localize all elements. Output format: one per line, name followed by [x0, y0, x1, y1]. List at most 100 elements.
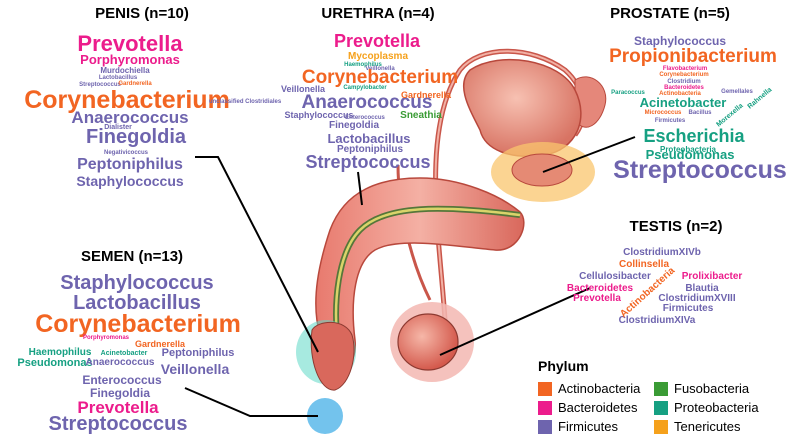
semen-highlight	[307, 398, 343, 434]
semen-taxon: Pseudomonas	[17, 357, 93, 369]
urethra-taxon: Gardnerella	[400, 90, 452, 100]
legend-label: Fusobacteria	[674, 381, 750, 396]
testis-header: TESTIS (n=2)	[629, 218, 723, 235]
legend-item: Bacteroidetes	[538, 400, 638, 415]
testis-taxon: Prolixibacter	[681, 271, 743, 282]
testis-taxon: Collinsella	[618, 259, 670, 270]
penis-taxon: Streptococcus	[79, 82, 121, 88]
prostate-taxon: Paracoccus	[611, 90, 645, 96]
legend-swatch	[654, 419, 668, 434]
legend-swatch	[654, 381, 668, 396]
penis-taxon: Corynebacterium	[24, 86, 230, 114]
semen-taxon: Peptoniphilus	[161, 347, 235, 359]
legend-item: Proteobacteria	[654, 400, 759, 415]
penis-taxon: Negativicoccus	[103, 150, 149, 156]
testis-taxon: Cellulosibacter	[579, 271, 651, 282]
glans	[310, 321, 355, 391]
semen-header: SEMEN (n=13)	[80, 248, 184, 265]
legend-swatch	[538, 400, 552, 415]
penis-taxon: Finegoldia	[86, 126, 186, 148]
semen-taxon: Porphyromonas	[82, 335, 130, 341]
prostate-taxon: Flavobacterium	[662, 66, 708, 72]
testis-taxon: Blautia	[685, 283, 719, 294]
urethra-taxon: Campylobacter	[343, 85, 387, 91]
legend-swatch	[654, 400, 668, 415]
prostate-taxon: Micrococcus	[644, 110, 682, 116]
urethra-taxon: Finegoldia	[329, 120, 379, 131]
legend-item: Tenericutes	[654, 419, 740, 434]
legend-label: Firmicutes	[558, 419, 618, 434]
testis-leader-line	[439, 287, 591, 356]
penis-taxon: Staphylococcus	[76, 173, 184, 189]
legend-title: Phylum	[538, 358, 589, 374]
semen-taxon: Prevotella	[77, 398, 159, 417]
prostate-taxon: Actinobacteria	[659, 91, 701, 97]
prostate-taxon: Proteobacteria	[659, 145, 717, 154]
prostate-header: PROSTATE (n=5)	[610, 5, 730, 22]
urethra-taxon: Veillonella	[280, 84, 326, 94]
penis-taxon: Gardnerella	[118, 81, 152, 87]
legend-swatch	[538, 419, 552, 434]
urethra-taxon: Prevotella	[333, 31, 421, 51]
penis-taxon: Peptoniphilus	[77, 156, 183, 173]
prostate-taxon: Bacillus	[688, 110, 712, 116]
testis-taxon: Prevotella	[573, 293, 621, 304]
semen-taxon: Finegoldia	[90, 386, 150, 400]
semen-taxon: Acinetobacter	[100, 350, 148, 357]
legend-swatch	[538, 381, 552, 396]
prostate-taxon: Clostridium	[667, 79, 701, 85]
penis-taxon: Porphyromonas	[80, 52, 180, 67]
urethra-taxon: Streptococcus	[305, 152, 431, 172]
prostate-taxon: Pseudomonas	[645, 147, 735, 162]
prostate-taxon: Propionibacterium	[609, 46, 777, 67]
testis-taxon: ClostridiumXVIII	[658, 293, 736, 304]
prostate-taxon: Gemellales	[721, 89, 753, 95]
legend-label: Proteobacteria	[674, 400, 759, 415]
prostate	[511, 153, 573, 187]
penis-taxon: Dialister	[104, 124, 132, 131]
prostate-taxon: Bacteroidetes	[664, 85, 704, 91]
urethra-taxon: Haemophilus	[344, 62, 382, 68]
urethra-taxon: Enterococcus	[345, 115, 385, 121]
penis-taxon: Lactobacillus	[98, 75, 138, 81]
testis-taxon: Firmicutes	[662, 303, 714, 314]
semen-leader-line	[184, 387, 318, 417]
legend-label: Bacteroidetes	[558, 400, 638, 415]
testis	[397, 313, 459, 371]
urethra-taxon: Staphylococcus	[284, 110, 354, 120]
semen-taxon: Gardnerella	[134, 339, 186, 349]
penis-leader-line	[195, 156, 319, 353]
testis-taxon: ClostridiumXIVa	[618, 315, 696, 326]
prostate-taxon: Staphylococcus	[633, 34, 727, 48]
testis-taxon: Bacteroidetes	[566, 283, 634, 294]
legend-item: Firmicutes	[538, 419, 618, 434]
legend-item: Fusobacteria	[654, 381, 749, 396]
semen-taxon: Corynebacterium	[35, 310, 241, 338]
semen-taxon: Lactobacillus	[73, 292, 201, 314]
urethra-taxon: Lactobacillus	[327, 131, 411, 146]
urethra-taxon: Mycoplasma	[347, 51, 409, 62]
penis-taxon: Prevotella	[77, 31, 183, 56]
urethra-taxon: Anaerococcus	[301, 92, 433, 113]
bladder	[462, 58, 582, 157]
legend-label: Tenericutes	[674, 419, 741, 434]
semen-taxon: Streptococcus	[48, 413, 188, 435]
semen-taxon: Haemophilus	[28, 347, 92, 358]
prostate-taxon: Acinetobacter	[639, 95, 727, 110]
urethra-taxon: Corynebacterium	[301, 67, 459, 88]
urethra-taxon: Sneathia	[400, 110, 442, 121]
urethra-taxon: Veillonella	[365, 66, 395, 72]
prostate-taxon: Firmicutes	[654, 118, 686, 124]
semen-taxon: Anaerococcus	[85, 357, 155, 368]
semen-taxon: Staphylococcus	[60, 272, 214, 294]
prostate-taxon: Escherichia	[643, 126, 745, 146]
urethra-leader-line	[357, 171, 363, 206]
penis-taxon: Murdochiella	[100, 66, 150, 75]
urethra-taxon: Peptoniphilus	[336, 144, 404, 155]
penis-taxon: Anaerococcus	[71, 108, 189, 127]
prostate-taxon: Streptococcus	[613, 156, 787, 184]
semen-taxon: Veillonella	[160, 361, 230, 377]
legend-label: Actinobacteria	[558, 381, 641, 396]
